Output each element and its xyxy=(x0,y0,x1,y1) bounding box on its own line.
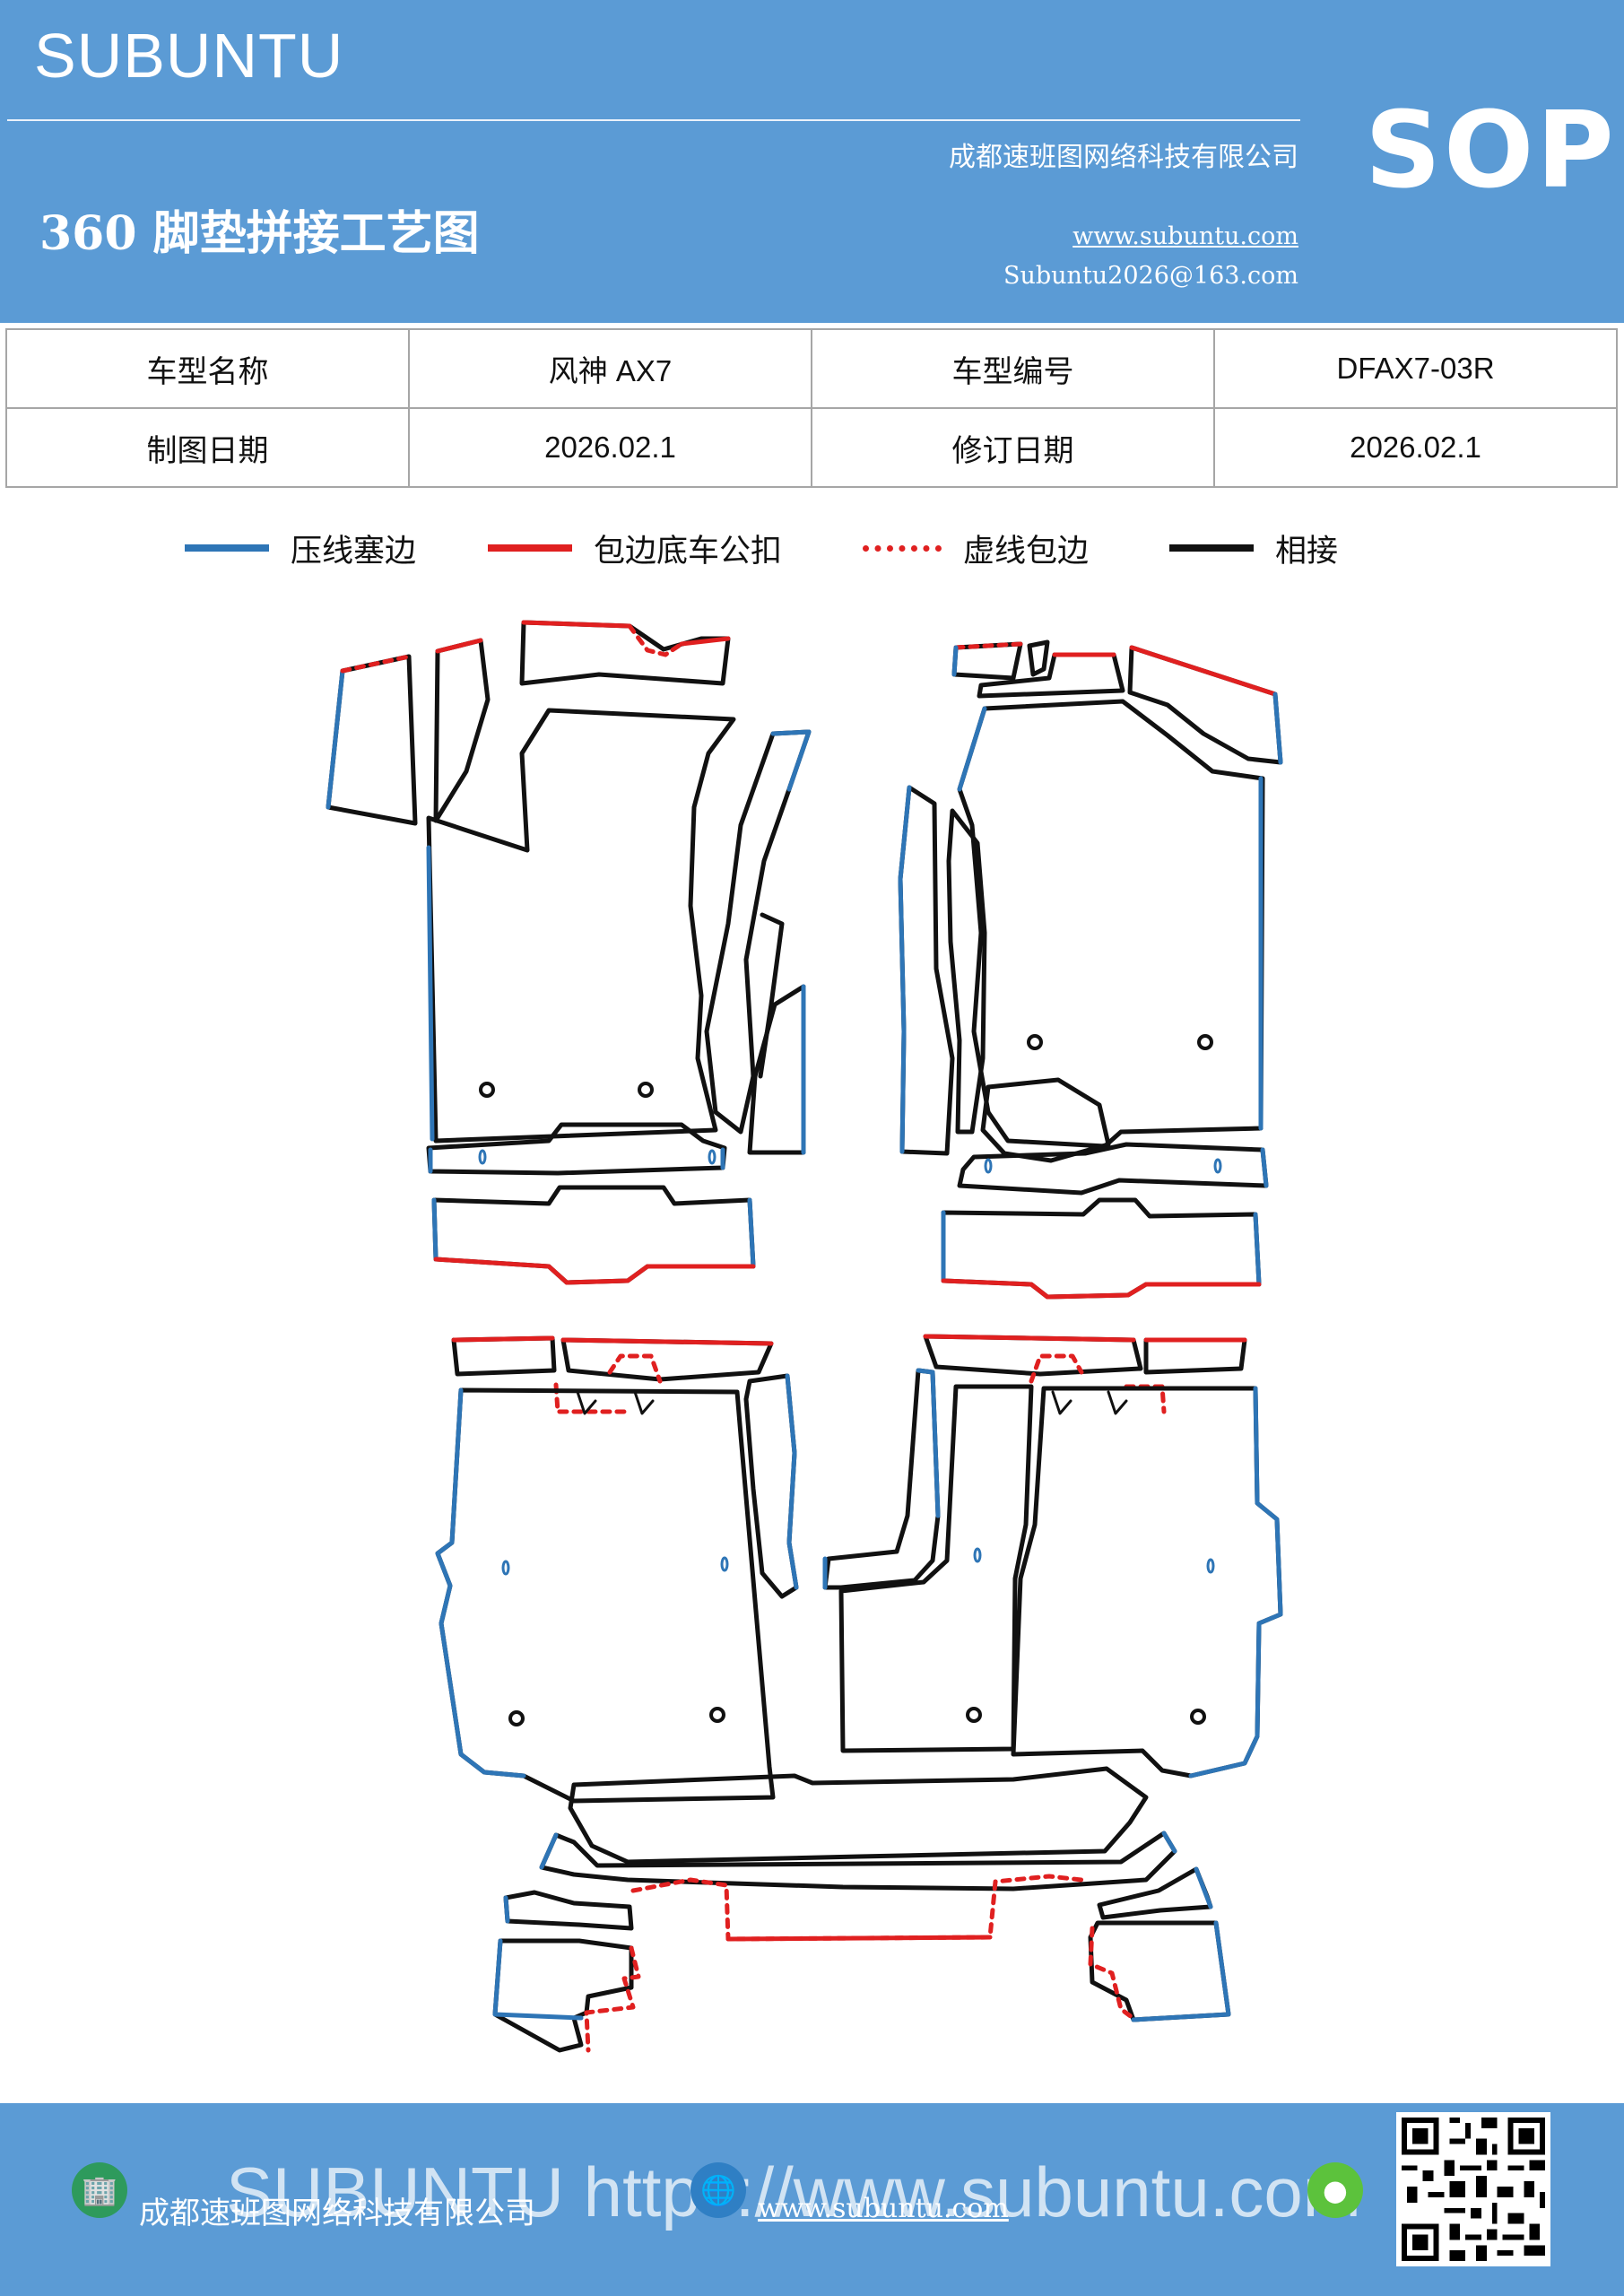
page-header: SUBUNTU 成都速班图网络科技有限公司 360 脚垫拼接工艺图 www.su… xyxy=(0,0,1624,323)
footer-watermark: SUBUNTU https://www.subuntu.com xyxy=(226,2152,1361,2231)
legend-label: 包边底车公扣 xyxy=(594,533,783,570)
draw-date-label: 制图日期 xyxy=(5,407,410,488)
footer-website-link[interactable]: www.subuntu.com xyxy=(758,2193,1009,2224)
revision-date-label: 修订日期 xyxy=(811,407,1215,488)
legend-label: 相接 xyxy=(1275,533,1339,570)
sop-badge: SOP xyxy=(1365,88,1617,212)
model-name-label: 车型名称 xyxy=(5,328,410,409)
contact-email: Subuntu2026@163.com xyxy=(1003,262,1298,290)
floor-mat-splicing-diagram xyxy=(326,620,1283,2053)
legend-item-press-line: 压线塞边 xyxy=(185,526,416,570)
model-code-label: 车型编号 xyxy=(811,328,1215,409)
brand-logo-text: SUBUNTU xyxy=(34,21,344,91)
front-left-mat-group xyxy=(326,620,812,1285)
rear-mat-group xyxy=(435,1334,1283,1804)
table-row: 车型名称 风神 AX7 车型编号 DFAX7-03R xyxy=(5,328,1618,409)
page-title: 360 脚垫拼接工艺图 xyxy=(39,206,480,261)
legend-swatch-red xyxy=(488,544,572,552)
legend-item-wrap-edge: 包边底车公扣 xyxy=(488,526,782,570)
legend-swatch-red-dotted xyxy=(863,544,942,552)
footer-company-name: 成都速班图网络科技有限公司 xyxy=(139,2196,535,2231)
wechat-icon: ● xyxy=(1307,2162,1363,2218)
website-link[interactable]: www.subuntu.com xyxy=(1073,222,1298,250)
legend-swatch-blue xyxy=(185,544,269,552)
table-row: 制图日期 2026.02.1 修订日期 2026.02.1 xyxy=(5,407,1618,488)
draw-date-value: 2026.02.1 xyxy=(408,407,812,488)
vehicle-info-table: 车型名称 风神 AX7 车型编号 DFAX7-03R 制图日期 2026.02.… xyxy=(5,328,1618,488)
front-right-mat-group xyxy=(898,639,1283,1300)
model-code-value: DFAX7-03R xyxy=(1213,328,1618,409)
legend-item-joint: 相接 xyxy=(1169,526,1338,570)
globe-icon: 🌐 xyxy=(690,2162,746,2218)
legend-swatch-black xyxy=(1169,544,1254,552)
page-footer: SUBUNTU https://www.subuntu.com 🏢 成都速班图网… xyxy=(0,2103,1624,2296)
revision-date-value: 2026.02.1 xyxy=(1213,407,1618,488)
company-name: 成都速班图网络科技有限公司 xyxy=(949,142,1298,173)
qr-code-icon xyxy=(1396,2112,1550,2266)
legend-item-dotted-edge: 虚线包边 xyxy=(863,526,1089,570)
trunk-mat-group xyxy=(492,1766,1231,2053)
legend-label: 虚线包边 xyxy=(963,533,1090,570)
header-divider xyxy=(7,119,1300,121)
building-icon: 🏢 xyxy=(72,2162,127,2218)
model-name-value: 风神 AX7 xyxy=(408,328,812,409)
legend-label: 压线塞边 xyxy=(291,533,417,570)
